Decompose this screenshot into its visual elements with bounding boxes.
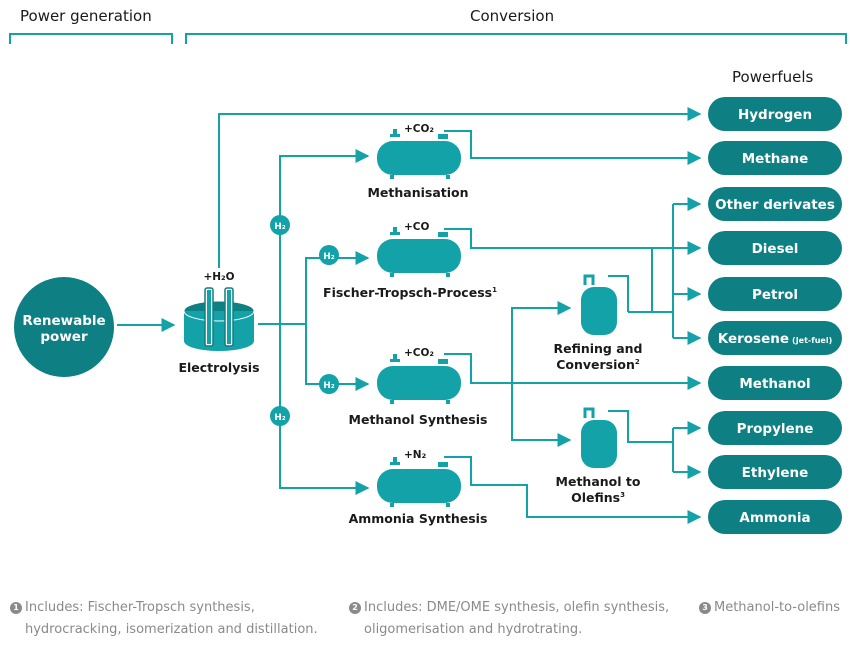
product-label-ethylene: Ethylene (742, 465, 809, 481)
product-label-ammonia: Ammonia (739, 510, 810, 526)
refining-label-line2: Conversion2 (556, 357, 640, 372)
product-petrol: Petrol (708, 277, 842, 311)
arrow-to-diesel (444, 228, 702, 255)
mto-column-icon (581, 407, 617, 468)
product-pill-bg (708, 187, 842, 221)
methanol-synthesis-label: Methanol Synthesis (349, 412, 488, 427)
renewable-power-line2: power (40, 329, 88, 345)
product-pill-bg (708, 277, 842, 311)
refining-outlet (608, 275, 629, 312)
fischer-tropsch-label: Fischer-Tropsch-Process1 (323, 285, 497, 300)
header-powerfuels: Powerfuels (732, 68, 814, 86)
mto-label-line1: Methanol to (556, 474, 641, 489)
h2-badge-1: H₂ (270, 215, 290, 235)
h2-badge-text-4: H₂ (274, 413, 286, 423)
product-hydrogen: Hydrogen (708, 97, 842, 131)
product-label-kerosene: Kerosene(Jet-fuel) (718, 331, 832, 347)
footnote-1-line1: Includes: Fischer-Tropsch synthesis, (25, 600, 255, 615)
renewable-power-node: Renewable power (14, 277, 114, 377)
arrow-to-fischer-tropsch (305, 251, 370, 324)
product-methane: Methane (708, 141, 842, 175)
arrow-to-methanisation (279, 149, 370, 324)
product-ammonia: Ammonia (708, 500, 842, 534)
ammonia-synthesis-feed-label: +N₂ (404, 449, 427, 461)
methanol-synthesis-feed-label: +CO₂ (404, 347, 434, 359)
product-methanol: Methanol (708, 366, 842, 400)
product-pill-bg (708, 141, 842, 175)
product-pill-bg (708, 455, 842, 489)
product-other-derivates: Other derivates (708, 187, 842, 221)
electrolysis-feed-label: +H₂O (203, 271, 234, 283)
fischer-tropsch-reactor-icon (377, 227, 461, 277)
h2-badge-4: H₂ (270, 406, 290, 426)
refining-column-icon (581, 274, 617, 335)
h2-badge-2: H₂ (319, 245, 339, 265)
mto-label-line2: Olefins3 (571, 490, 625, 505)
arrow-to-ammonia (444, 456, 702, 524)
footnote-3-line1: Methanol-to-olefins (714, 600, 841, 615)
arrow-methanol-to-mto (511, 383, 572, 447)
ammonia-synthesis-label: Ammonia Synthesis (349, 511, 488, 526)
arrow-methanol-to-refining (511, 301, 572, 383)
product-diesel: Diesel (708, 231, 842, 265)
arrow-to-methanol-synthesis (305, 324, 370, 391)
refining-label-line1: Refining and (553, 341, 642, 356)
electrolysis-icon (183, 287, 255, 351)
mto-outlet (608, 410, 673, 443)
product-pill-bg (708, 231, 842, 265)
h2-badge-text-3: H₂ (323, 381, 335, 391)
footnote-1-number: 1 (10, 602, 22, 614)
methanisation-feed-label: +CO₂ (404, 123, 434, 135)
footnote-2-line2: oligomerisation and hydrotrating. (364, 622, 583, 637)
h2-badge-3: H₂ (319, 374, 339, 394)
product-label-hydrogen: Hydrogen (738, 107, 812, 123)
line-ft-to-refining (628, 248, 653, 313)
renewable-power-circle (14, 277, 114, 377)
footnote-1-line2: hydrocracking, isomerization and distill… (25, 622, 318, 637)
product-pill-bg (708, 500, 842, 534)
product-pill-bg (708, 97, 842, 131)
footnote-2-number: 2 (349, 602, 361, 614)
product-pill-bg (708, 366, 842, 400)
electrolysis-label: Electrolysis (178, 360, 259, 375)
arrow-to-methane (444, 130, 702, 165)
h2-badge-text-1: H₂ (274, 222, 286, 232)
arrow-to-methanol (444, 353, 702, 390)
ammonia-synthesis-reactor-icon (377, 457, 461, 507)
arrow-to-hydrogen (218, 107, 702, 268)
renewable-power-line1: Renewable (22, 313, 105, 329)
product-label-methane: Methane (742, 151, 809, 167)
product-label-petrol: Petrol (752, 287, 798, 303)
methanisation-reactor-icon (377, 129, 461, 179)
product-propylene: Propylene (708, 411, 842, 445)
product-label-other-derivates: Other derivates (715, 197, 835, 213)
fischer-tropsch-feed-label: +CO (404, 221, 430, 233)
methanol-synthesis-reactor-icon (377, 354, 461, 404)
bracket-conversion (185, 33, 847, 44)
footnote-3-number: 3 (699, 602, 711, 614)
header-power-generation: Power generation (20, 7, 152, 25)
footnote-2-line1: Includes: DME/OME synthesis, olefin synt… (364, 600, 670, 615)
methanisation-label: Methanisation (367, 185, 468, 200)
h2-badge-text-2: H₂ (323, 252, 335, 262)
product-ethylene: Ethylene (708, 455, 842, 489)
product-label-diesel: Diesel (752, 241, 799, 257)
header-conversion: Conversion (470, 7, 554, 25)
product-label-methanol: Methanol (739, 376, 810, 392)
arrow-to-ammonia-synthesis (279, 324, 370, 495)
product-pill-bg (708, 411, 842, 445)
product-pill-bg (708, 321, 842, 355)
product-kerosene: Kerosene(Jet-fuel) (708, 321, 842, 355)
bracket-power-generation (9, 33, 173, 44)
product-label-propylene: Propylene (737, 421, 814, 437)
